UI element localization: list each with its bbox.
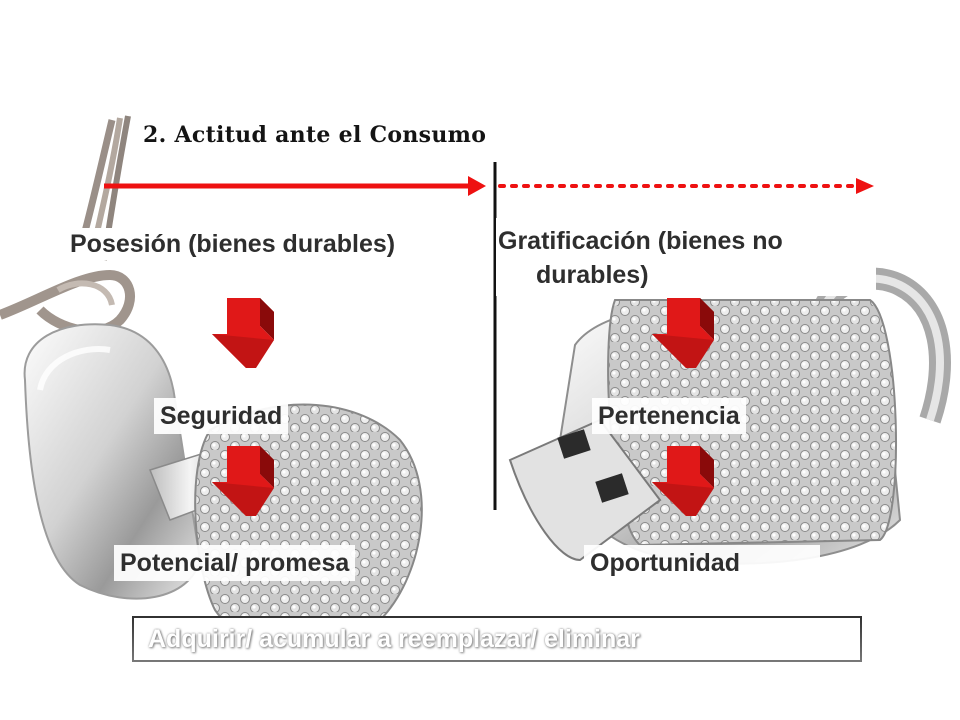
slide-title: 2. Actitud ante el Consumo (143, 122, 487, 148)
down-arrow-icon (212, 298, 274, 368)
left-item-seguridad: Seguridad (154, 398, 289, 434)
right-heading-line1: Gratificación (bienes no (498, 227, 783, 255)
right-item-pertenencia: Pertenencia (592, 398, 746, 434)
timeline (104, 176, 874, 196)
right-heading: Gratificación (bienes no durables) (496, 218, 876, 296)
bottom-summary-box: Adquirir/ acumular a reemplazar/ elimina… (132, 616, 862, 662)
right-arrow-icon (468, 176, 486, 196)
right-arrow-icon (856, 178, 874, 194)
right-heading-line2: durables) (536, 261, 649, 289)
right-item-oportunidad: Oportunidad (584, 545, 820, 581)
rope-cord (0, 115, 135, 336)
left-heading: Posesión (bienes durables) (66, 228, 400, 260)
left-item-potencial: Potencial/ promesa (114, 545, 356, 581)
bottom-summary-text: Adquirir/ acumular a reemplazar/ elimina… (148, 625, 640, 653)
